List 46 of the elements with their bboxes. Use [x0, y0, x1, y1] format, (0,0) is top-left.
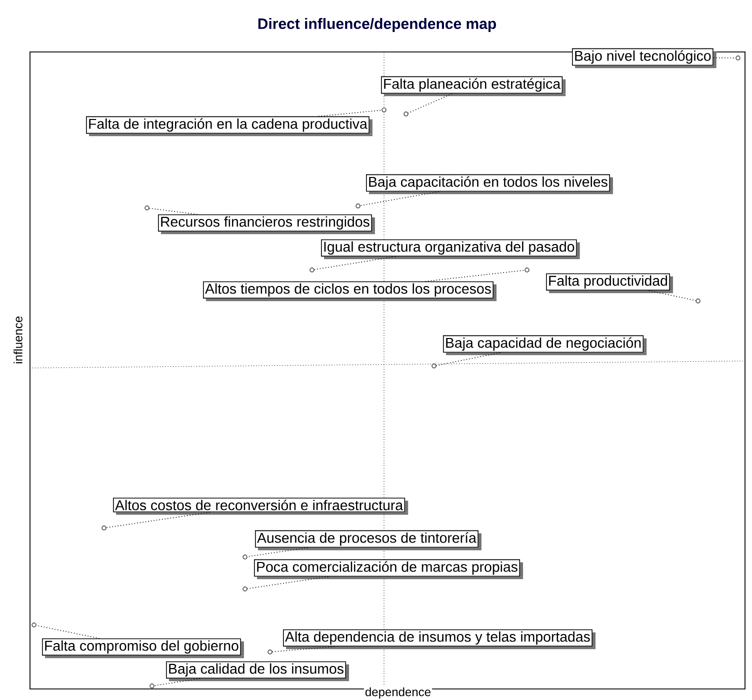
axis-label: influence — [12, 314, 24, 365]
label-box: Falta productividad — [546, 273, 673, 294]
leader-line — [436, 352, 500, 366]
data-point — [32, 622, 36, 628]
label-box: Falta compromiso del gobierno — [42, 638, 244, 658]
label-box: Igual estructura organizativa del pasado — [321, 239, 580, 260]
data-point — [736, 56, 740, 60]
label-box: Baja capacidad de negociación — [443, 335, 647, 356]
label-box: Falta de integración en la cadena productiva — [86, 116, 372, 136]
label-box: Recursos financieros restringidos — [158, 214, 375, 234]
data-point — [150, 684, 154, 688]
leader-line — [360, 191, 440, 206]
label-box: Alta dependencia de insumos y telas importadas — [283, 629, 596, 650]
leader-line — [36, 625, 100, 639]
leader-line — [424, 270, 526, 282]
label-box: Bajo nivel tecnológico — [572, 48, 716, 68]
leader-line — [318, 110, 382, 117]
data-point — [524, 268, 530, 272]
label-box: Falta planeación estratégica — [381, 76, 566, 96]
data-point — [242, 554, 248, 560]
leader-line — [246, 576, 329, 590]
data-point — [382, 108, 386, 112]
data-point — [268, 650, 272, 654]
leader-line — [272, 646, 335, 652]
leader-line — [712, 57, 736, 58]
data-point — [310, 268, 314, 272]
data-point — [696, 298, 700, 304]
leader-line — [408, 93, 452, 114]
chart-title: Direct influence/dependence map — [258, 18, 496, 32]
label-box: Poca comercialización de marcas propias — [254, 559, 524, 580]
label-box: Altos costos de reconversión e infraestructura — [113, 498, 408, 515]
axis-label: dependence — [364, 686, 432, 700]
data-point — [144, 206, 150, 210]
data-point — [242, 586, 248, 592]
leader-line — [148, 208, 198, 215]
data-point — [432, 364, 436, 368]
data-point — [356, 204, 360, 208]
label-box: Ausencia de procesos de tintorería — [255, 530, 482, 550]
leader-line — [106, 512, 210, 528]
data-point — [404, 112, 408, 116]
label-box: Baja calidad de los insumos — [166, 661, 350, 682]
leader-line — [314, 256, 396, 270]
leader-line — [648, 290, 696, 301]
data-point — [102, 526, 106, 530]
label-box: Baja capacitación en todos los niveles — [366, 174, 613, 194]
label-box: Altos tiempos de ciclos en todos los procesos — [203, 281, 497, 302]
